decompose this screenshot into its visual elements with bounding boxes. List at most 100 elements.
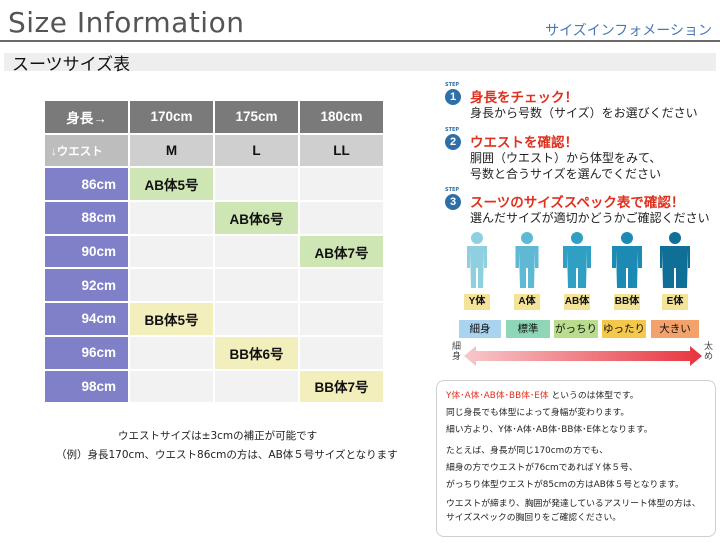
person-icon: [467, 232, 487, 288]
size-header: LL: [300, 134, 383, 167]
table-size-row: ↓ウエスト M L LL: [45, 134, 383, 167]
height-header: 175cm: [215, 101, 298, 133]
height-header: 180cm: [300, 101, 383, 133]
section-title: スーツサイズ表: [12, 55, 131, 75]
size-cell: [300, 269, 383, 302]
size-cell: [300, 303, 383, 335]
corner-height-label: 身長→: [45, 101, 128, 133]
height-header: 170cm: [130, 101, 213, 133]
step-heading: ウエストを確認！: [470, 135, 578, 151]
size-cell: [300, 202, 383, 234]
size-cell: [130, 370, 213, 403]
step-body: 身長から号数（サイズ）をお選びください: [470, 105, 698, 121]
step-body: 胴囲（ウエスト）から体型をみて、 号数と合うサイズを選んでください: [470, 150, 661, 182]
size-cell: [215, 303, 298, 335]
waist-label: 96cm: [45, 336, 128, 369]
size-cell: AB体6号: [215, 202, 298, 234]
size-cell: AB体5号: [130, 168, 213, 201]
size-header: M: [130, 134, 213, 167]
waist-label: 90cm: [45, 235, 128, 268]
body-type-description: がっちり: [554, 320, 598, 338]
body-type-label: A体: [514, 294, 540, 310]
body-type-figures: Y体 A体 AB体 BB体 E体: [462, 232, 702, 322]
table-row: 88cm AB体6号: [45, 202, 383, 234]
table-row: 86cm AB体5号: [45, 168, 383, 201]
waist-label: 88cm: [45, 202, 128, 234]
size-cell: BB体5号: [130, 303, 213, 335]
table-row: 96cm BB体6号: [45, 336, 383, 369]
page-subtitle: サイズインフォメーション: [545, 23, 712, 39]
waist-label: 94cm: [45, 303, 128, 335]
step-body-line: 号数と合うサイズを選んでください: [470, 167, 662, 181]
info-line: がっちり体型ウエストが85cmの方はAB体５号となります。: [446, 480, 684, 490]
size-cell: [130, 235, 213, 268]
info-line: サイズスペックの胸回りをご確認ください。: [446, 513, 622, 523]
arrow-right-label: 太め: [704, 342, 714, 362]
body-type-label: BB体: [614, 294, 640, 310]
size-cell: [130, 269, 213, 302]
step-heading: スーツのサイズスペック表で確認！: [470, 195, 685, 211]
step-body-line: 胴囲（ウエスト）から体型をみて、: [470, 151, 662, 165]
body-type-figure: [512, 232, 542, 290]
double-arrow-icon: [464, 346, 702, 366]
example-note: （例）身長170cm、ウエスト86cmの方は、AB体５号サイズとなります: [56, 449, 398, 461]
slim-to-large-arrow: 細身 太め: [452, 342, 714, 372]
size-table: 身長→ 170cm 175cm 180cm ↓ウエスト M L LL 86cm …: [43, 99, 385, 404]
body-type-label: Y体: [464, 294, 490, 310]
person-icon: [515, 232, 539, 288]
header-divider: [0, 40, 720, 42]
body-type-figure: [660, 232, 690, 290]
table-row: 90cm AB体7号: [45, 235, 383, 268]
info-line: 同じ身長でも体型によって身幅が変わります。: [446, 408, 630, 418]
size-header: L: [215, 134, 298, 167]
waist-label: 86cm: [45, 168, 128, 201]
table-row: 94cm BB体5号: [45, 303, 383, 335]
info-line: たとえば、身長が同じ170cmの方でも、: [446, 446, 608, 456]
step-heading: 身長をチェック！: [470, 90, 578, 106]
body-type-description: 標準: [506, 320, 550, 338]
body-type-description: 細身: [459, 320, 501, 338]
size-cell: [215, 370, 298, 403]
step-body-line: 身長から号数（サイズ）をお選びください: [470, 106, 698, 120]
body-type-label: E体: [662, 294, 688, 310]
size-cell: [215, 269, 298, 302]
person-icon: [563, 232, 591, 288]
arrow-left-label: 細身: [452, 342, 462, 362]
body-type-figure: [562, 232, 592, 290]
section-band: [4, 53, 716, 71]
info-line: 細い方より、Y体･A体･AB体･BB体･E体となります。: [446, 425, 653, 435]
step-tag: STEP: [445, 127, 460, 133]
step-number-badge: 2: [445, 134, 461, 150]
info-line: 細身の方でウエストが76cmであればＹ体５号、: [446, 463, 638, 473]
step-tag: STEP: [445, 82, 460, 88]
table-row: 98cm BB体7号: [45, 370, 383, 403]
size-cell: [215, 168, 298, 201]
corner-waist-label: ↓ウエスト: [45, 134, 128, 167]
size-cell: [300, 168, 383, 201]
body-type-figure: [612, 232, 642, 290]
body-type-description: 大きい: [651, 320, 699, 338]
body-type-label: AB体: [564, 294, 590, 310]
step-number-badge: 3: [445, 194, 461, 210]
size-cell: AB体7号: [300, 235, 383, 268]
size-cell: [130, 336, 213, 369]
body-type-figure: [462, 232, 492, 290]
person-icon: [612, 232, 642, 288]
adjustment-note: ウエストサイズは±3cmの補正が可能です: [118, 430, 318, 442]
info-text: というのは体型です。: [551, 391, 639, 401]
person-icon: [660, 232, 690, 288]
size-cell: [300, 336, 383, 369]
info-line: Y体･A体･AB体･BB体･E体 というのは体型です。: [446, 388, 706, 405]
info-line: ウエストが締まり、胸囲が発達しているアスリート体型の方は、: [446, 499, 701, 509]
waist-label: 98cm: [45, 370, 128, 403]
size-cell: [130, 202, 213, 234]
page-title: Size Information: [8, 6, 245, 39]
waist-label: 92cm: [45, 269, 128, 302]
step-number-badge: 1: [445, 89, 461, 105]
table-header-row: 身長→ 170cm 175cm 180cm: [45, 101, 383, 133]
info-red-text: Y体･A体･AB体･BB体･E体: [446, 391, 549, 401]
size-cell: BB体6号: [215, 336, 298, 369]
step-body-line: 選んだサイズが適切かどうかご確認ください: [470, 211, 710, 225]
step-body: 選んだサイズが適切かどうかご確認ください: [470, 210, 710, 226]
table-row: 92cm: [45, 269, 383, 302]
